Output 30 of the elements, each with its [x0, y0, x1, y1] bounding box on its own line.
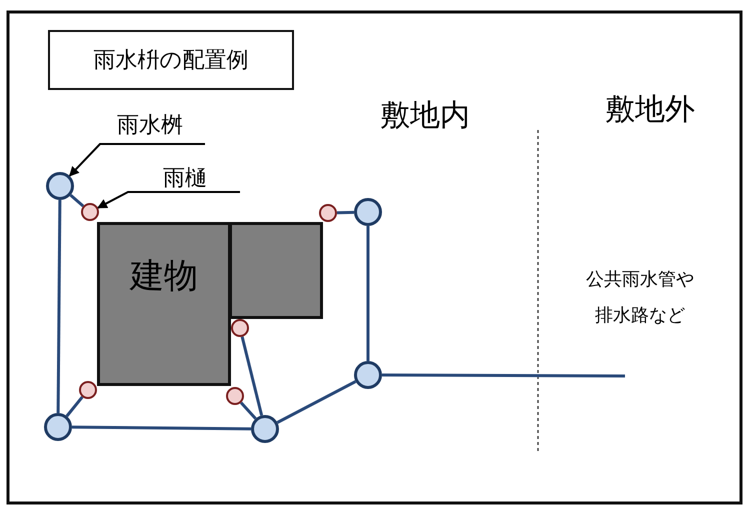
pipe-line — [366, 226, 370, 361]
catch-basin-circle — [354, 198, 382, 226]
downspout-circle — [319, 204, 337, 222]
destination-label: 公共雨水管や排水路など — [585, 268, 695, 328]
downspout-circle — [79, 381, 97, 399]
area-label: 敷地内 — [379, 98, 471, 134]
catch-basin-circle — [251, 415, 279, 443]
pipe-line — [72, 426, 252, 430]
pipe-line — [70, 194, 84, 208]
pipe-line — [382, 374, 625, 378]
area-label: 敷地外 — [604, 92, 696, 128]
pipe-line — [240, 336, 264, 416]
catch-basin-circle — [46, 172, 74, 200]
callout-text: 雨水桝 — [95, 108, 205, 144]
pipe-line — [240, 402, 257, 420]
pipe-line — [336, 210, 354, 214]
pipe-line — [276, 380, 356, 424]
downspout-circle — [226, 387, 244, 405]
callout-text: 雨樋 — [130, 161, 240, 192]
pipe-line — [56, 200, 62, 414]
building-wing — [229, 222, 323, 319]
catch-basin-circle — [354, 361, 382, 389]
pipe-line — [66, 396, 84, 418]
title-box: 雨水枡の配置例 — [48, 30, 294, 90]
building-block: 建物 — [97, 222, 231, 386]
leader-line — [97, 191, 240, 209]
catch-basin-circle — [44, 413, 72, 441]
leader-line — [68, 143, 205, 177]
downspout-circle — [81, 203, 99, 221]
downspout-circle — [231, 319, 249, 337]
